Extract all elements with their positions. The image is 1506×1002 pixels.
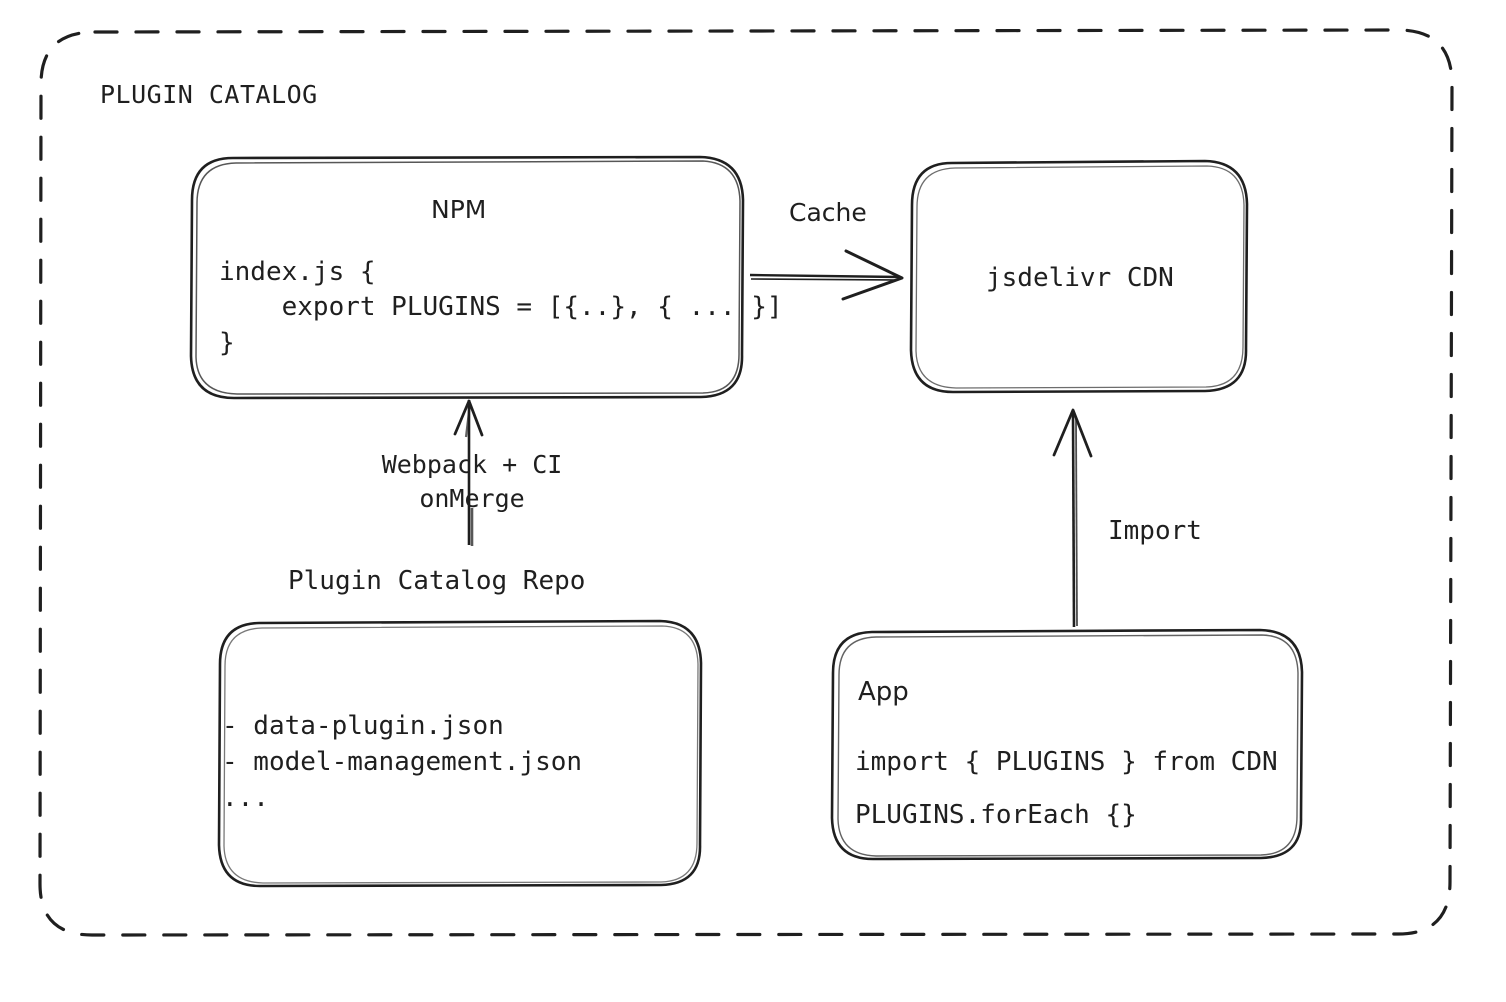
app-node-code: import { PLUGINS } from CDN PLUGINS.forE…	[855, 736, 1278, 843]
npm-node-title: NPM	[431, 195, 487, 224]
plugin-catalog-title: PLUGIN CATALOG	[100, 80, 318, 109]
repo-node-file-list: - data-plugin.json - model-management.js…	[222, 711, 583, 813]
app-node-title: App	[858, 677, 909, 707]
cache-edge-label: Cache	[789, 198, 867, 227]
app-code-line-2: PLUGINS.forEach {}	[855, 800, 1137, 831]
import-edge-label: Import	[1108, 516, 1202, 546]
app-code-line-1: import { PLUGINS } from CDN	[855, 747, 1278, 777]
build-edge-label: Webpack + CI onMerge	[381, 450, 563, 513]
repo-node-caption: Plugin Catalog Repo	[288, 566, 586, 596]
cdn-node-title: jsdelivr CDN	[986, 263, 1174, 293]
import-edge-arrow	[1052, 408, 1093, 628]
npm-node-code: index.js { export PLUGINS = [{..}, { ...…	[219, 257, 783, 358]
